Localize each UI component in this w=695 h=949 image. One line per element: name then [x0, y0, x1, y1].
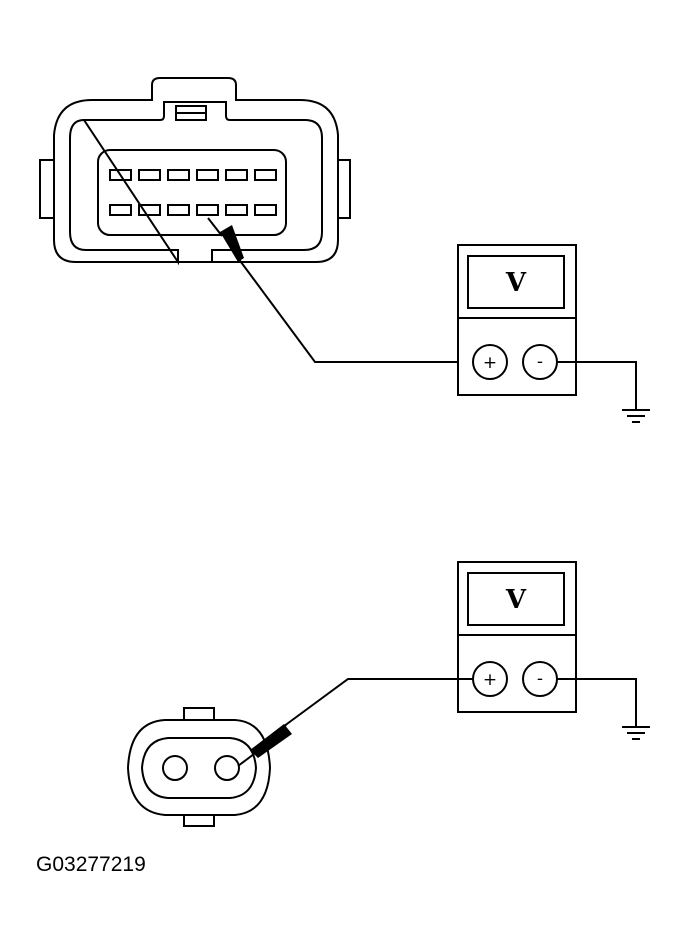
pin: [167, 169, 190, 181]
connector-outer-shell: [126, 719, 272, 816]
pin-socket: [214, 755, 240, 781]
pin: [254, 204, 277, 216]
pin: [138, 204, 161, 216]
pin: [109, 204, 132, 216]
positive-terminal-label: +: [483, 353, 497, 373]
positive-lead-wire: [275, 678, 473, 733]
negative-terminal-label: -: [537, 669, 543, 689]
voltmeter-lower: V + -: [457, 561, 577, 713]
two-pin-connector: [126, 707, 272, 827]
test-probe-upper: [207, 217, 244, 262]
figure-id: G03277219: [36, 853, 146, 876]
pin: [167, 204, 190, 216]
negative-lead-wire: [557, 678, 637, 727]
negative-terminal-label: -: [537, 352, 543, 372]
negative-lead-wire: [557, 361, 637, 410]
positive-lead-wire: [237, 257, 460, 363]
pin-row-upper: [109, 169, 277, 181]
voltmeter-display: [467, 572, 565, 626]
pin: [196, 204, 219, 216]
positive-terminal-label: +: [483, 670, 497, 690]
ground-icon: [622, 726, 650, 740]
voltmeter-display: [467, 255, 565, 309]
pin-row-lower: [109, 204, 277, 216]
pin: [225, 169, 248, 181]
voltmeter-upper: V + -: [457, 244, 577, 396]
pin: [254, 169, 277, 181]
voltmeter-display-label: V: [505, 268, 527, 298]
pin: [225, 204, 248, 216]
probe-tip: [220, 225, 244, 262]
probe-tip: [250, 724, 292, 758]
test-probe-lower: [237, 724, 292, 767]
positive-terminal: [472, 344, 508, 380]
pin: [196, 169, 219, 181]
pin-socket: [162, 755, 188, 781]
pin-cavity: [97, 149, 287, 236]
pin: [109, 169, 132, 181]
voltmeter-display-label: V: [505, 585, 527, 615]
pin: [138, 169, 161, 181]
multi-pin-connector: [39, 77, 351, 266]
ground-icon: [622, 409, 650, 423]
connector-inner-shell: [69, 101, 323, 266]
